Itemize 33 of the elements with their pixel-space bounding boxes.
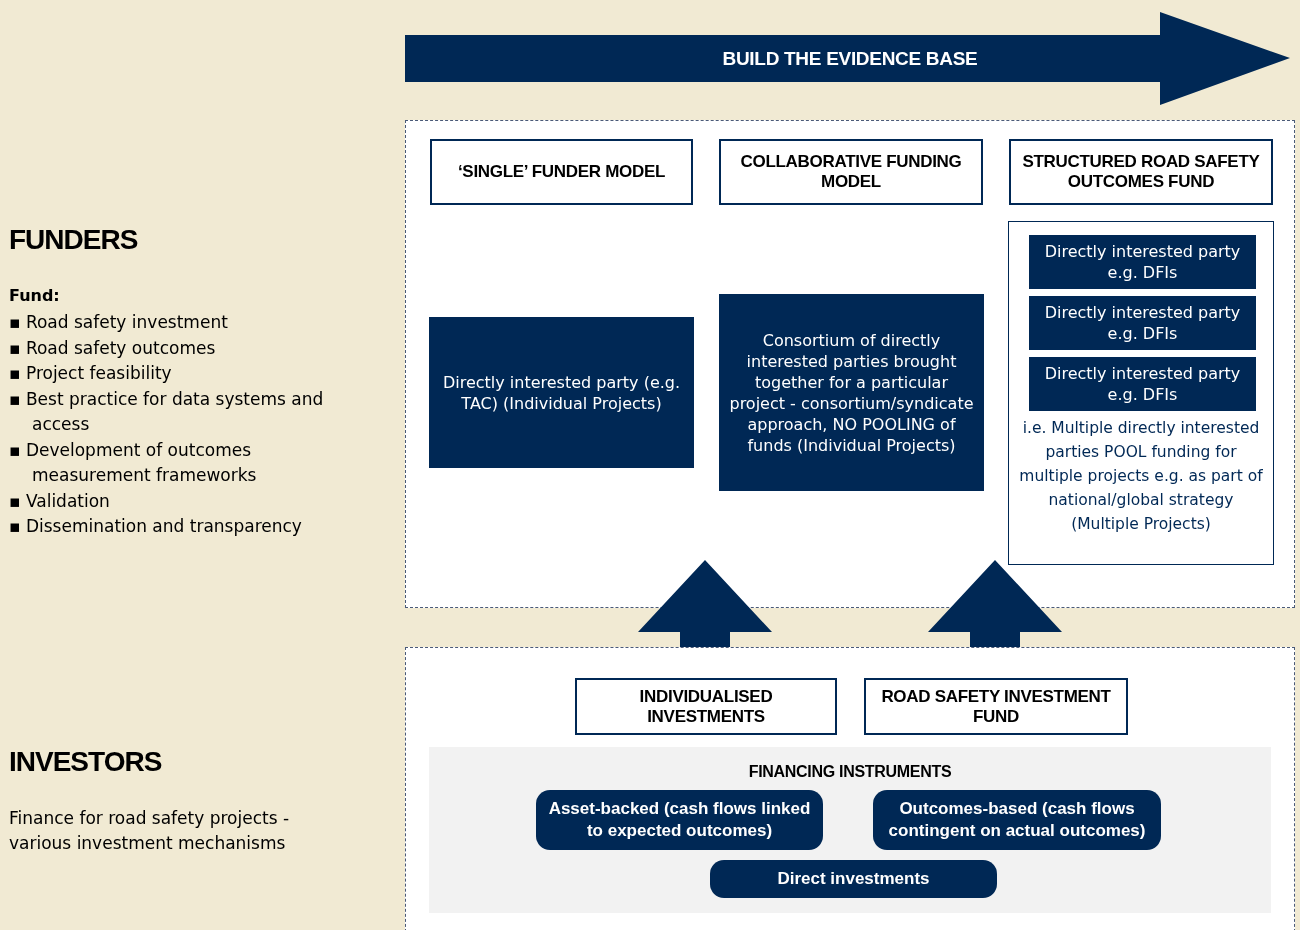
block-arrow [928, 560, 1062, 647]
dashed-panel [405, 647, 1295, 930]
model-header-box: STRUCTURED ROAD SAFETY OUTCOMES FUND [1009, 139, 1273, 205]
dashed-panel [405, 120, 1295, 608]
bullet-item: ▪ Validation [9, 489, 111, 513]
model-header-box: INDIVIDUALISED INVESTMENTS [575, 678, 837, 735]
party-box: Directly interested party e.g. DFIs [1029, 296, 1256, 350]
party-box: Consortium of directly interested parties brought together for a particular project - consortium/syndicate approach, NO POOLING of funds (Individual Projects) [719, 294, 984, 491]
instrument-pill: Direct investments [710, 860, 997, 898]
bullet-item: ▪ Project feasibility [9, 362, 173, 385]
banner-arrow: BUILD THE EVIDENCE BASE [405, 12, 1290, 105]
block-arrow [638, 560, 772, 647]
model-header-box: ‘SINGLE’ FUNDER MODEL [430, 139, 693, 205]
instrument-pill: Asset-backed (cash flows linked to expected outcomes) [536, 790, 823, 850]
party-box: Directly interested party (e.g. TAC) (Individual Projects) [429, 317, 694, 468]
model-header-box: COLLABORATIVE FUNDING MODEL [719, 139, 983, 205]
party-box: Directly interested party e.g. DFIs [1029, 357, 1256, 411]
instrument-pill: Outcomes-based (cash flows contingent on actual outcomes) [873, 790, 1161, 850]
description-text: Finance for road safety projects - various investment mechanisms [9, 807, 291, 855]
model-header-box: ROAD SAFETY INVESTMENT FUND [864, 678, 1128, 735]
bullet-item: ▪ Development of outcomes measurement frameworks [9, 438, 258, 487]
fund-description: i.e. Multiple directly interested parties POOL funding for multiple projects e.g. as part of national/global strategy (Multiple Projects) [1018, 418, 1264, 535]
fund-box [1008, 221, 1274, 565]
party-box: Directly interested party e.g. DFIs [1029, 235, 1256, 289]
instruments-panel [429, 747, 1271, 913]
section-heading: FINANCING INSTRUMENTS [747, 763, 953, 781]
section-heading: FUNDERS [9, 224, 138, 256]
bullet-item: ▪ Best practice for data systems and access [9, 387, 325, 436]
bullet-item: ▪ Dissemination and transparency [9, 515, 303, 538]
bullet-item: ▪ Road safety investment [9, 311, 229, 334]
section-heading: INVESTORS [9, 746, 162, 778]
list-heading: Fund: [9, 286, 60, 305]
bullet-item: ▪ Road safety outcomes [9, 336, 217, 360]
